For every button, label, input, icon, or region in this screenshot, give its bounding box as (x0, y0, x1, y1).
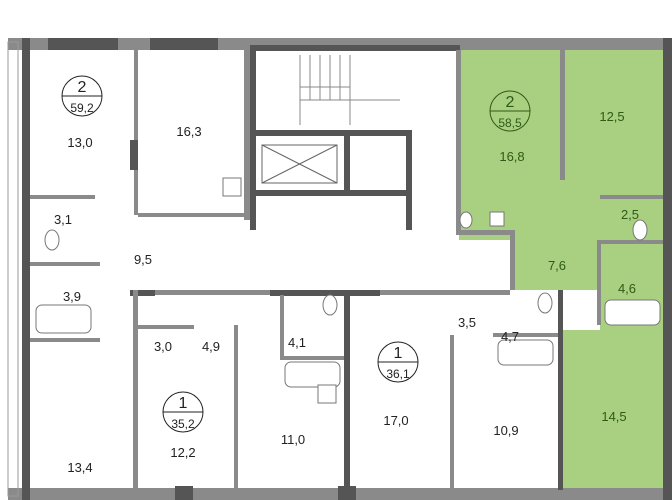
room-area: 3,5 (458, 315, 476, 330)
toilet-icon (632, 219, 648, 241)
wall (450, 335, 454, 490)
apartment-badge[interactable]: 1 35,2 (162, 391, 204, 433)
wall (244, 50, 250, 220)
toilet-icon (459, 211, 473, 229)
stairs-icon (299, 55, 400, 125)
bathtub-icon (604, 299, 661, 326)
room-area: 13,0 (67, 135, 92, 150)
wall (344, 290, 350, 490)
outer-wall-right (663, 38, 672, 500)
apartment-area: 58,5 (498, 116, 522, 130)
room-area: 7,6 (548, 258, 566, 273)
room-area: 12,5 (599, 109, 624, 124)
window-pier (150, 38, 218, 50)
core-wall (250, 45, 256, 230)
wall (30, 338, 100, 342)
outer-wall-left (22, 38, 30, 500)
room-area: 10,9 (493, 423, 518, 438)
bathtub-icon (284, 361, 341, 388)
toilet-icon (322, 294, 338, 316)
wall (459, 230, 515, 235)
toilet-icon (44, 229, 60, 251)
apartment-badge[interactable]: 1 36,1 (377, 341, 419, 383)
wall (234, 325, 238, 490)
room-area: 13,4 (67, 460, 92, 475)
wall (130, 290, 155, 296)
window-pier (48, 38, 118, 50)
bathtub-icon (35, 304, 92, 334)
wall (493, 333, 558, 337)
wall (30, 195, 95, 199)
wall (138, 213, 248, 217)
core-wall (344, 136, 350, 196)
bathtub-icon (497, 339, 554, 366)
window-pier (338, 486, 356, 500)
balcony-left (7, 41, 19, 497)
toilet-icon (537, 292, 553, 314)
apartment-badge[interactable]: 2 58,5 (489, 90, 531, 132)
room-area: 12,2 (170, 445, 195, 460)
core-wall (256, 130, 406, 136)
sink-icon (222, 177, 242, 197)
wall (560, 50, 565, 180)
wall (456, 50, 461, 235)
apartment-badge[interactable]: 2 59,2 (61, 75, 103, 117)
wall (597, 240, 601, 325)
core-wall (250, 45, 460, 51)
apartment-rooms: 1 (179, 395, 188, 412)
apartment-rooms: 2 (506, 94, 515, 111)
room-area: 4,6 (618, 281, 636, 296)
room-area: 9,5 (134, 252, 152, 267)
wall (600, 195, 663, 199)
room-area: 4,9 (202, 339, 220, 354)
wall (280, 356, 344, 360)
apartment-area: 36,1 (386, 367, 410, 381)
room-area: 16,3 (176, 124, 201, 139)
room-area: 2,5 (621, 207, 639, 222)
room-area: 4,7 (501, 329, 519, 344)
room-area: 3,0 (154, 339, 172, 354)
room-area: 4,1 (288, 335, 306, 350)
room-area: 3,9 (63, 289, 81, 304)
elevator-icon (261, 144, 338, 184)
room-area: 17,0 (383, 413, 408, 428)
room-area: 16,8 (499, 149, 524, 164)
apartment-area: 35,2 (171, 417, 195, 431)
apartment-rooms: 1 (394, 345, 403, 362)
room-area: 14,5 (601, 409, 626, 424)
wall (133, 290, 138, 500)
wall (280, 295, 284, 360)
room-area: 11,0 (281, 432, 305, 447)
apartment-rooms: 2 (78, 79, 87, 96)
wall (134, 50, 138, 215)
outer-wall-bottom (8, 488, 665, 500)
apartment-area: 59,2 (70, 101, 94, 115)
core-wall (256, 190, 406, 196)
window-pier (175, 486, 193, 500)
wall (134, 325, 194, 329)
highlighted-apartment[interactable] (459, 50, 665, 490)
core-wall (406, 130, 412, 230)
wall (30, 262, 100, 266)
wall (510, 235, 515, 290)
sink-icon (489, 211, 505, 227)
room-area: 3,1 (54, 212, 72, 227)
wall (130, 140, 138, 170)
wall (270, 290, 380, 296)
sink-icon (317, 384, 337, 404)
wall (600, 240, 663, 244)
wall (558, 290, 563, 490)
